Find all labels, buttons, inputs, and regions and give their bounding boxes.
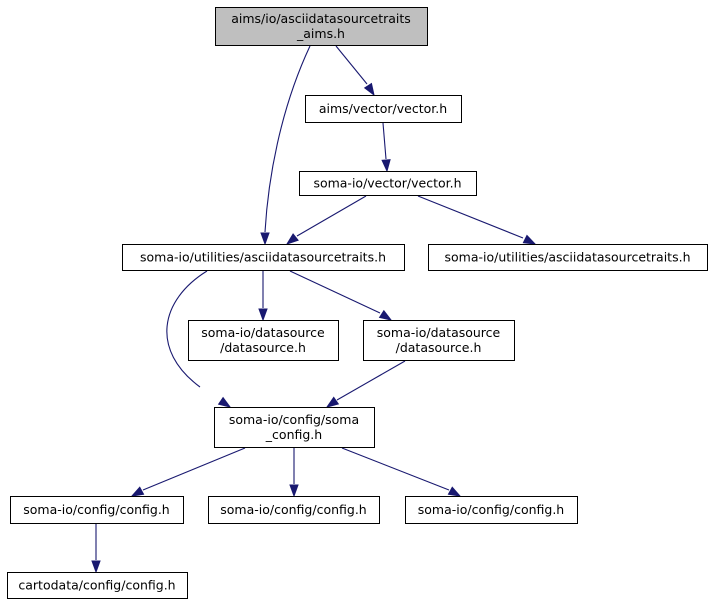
node-box[interactable] [188,320,339,361]
node-somaio-config-1[interactable]: soma-io/config/config.h [10,496,184,524]
node-aims-vector[interactable]: aims/vector/vector.h [305,95,462,123]
node-box[interactable] [214,407,375,448]
node-label: _config.h [265,427,322,442]
node-label: soma-io/datasource [201,325,325,340]
node-label: soma-io/config/config.h [418,502,564,517]
edge-arrowhead [381,159,391,173]
node-label: soma-io/utilities/asciidatasourcetraits.… [140,250,386,265]
node-label: _aims.h [296,26,345,41]
nodes-layer: aims/io/asciidatasourcetraits_aims.haims… [7,7,708,599]
node-label: /datasource.h [220,340,306,355]
edge-root-to-somaio-utilities-asciidatasourcetraits [260,45,311,246]
edge-somaio-utilities-asciidatasourcetraits-to-somaio-datasource-2 [289,270,393,321]
edge-aims-vector-to-somaio-vector [381,122,391,173]
edge-somaio-soma-config-to-somaio-config-1 [130,447,246,497]
edge-line [335,45,368,85]
node-box[interactable] [305,95,462,123]
node-label: soma-io/config/config.h [220,502,366,517]
edge-arrowhead [130,486,145,497]
edge-line [382,122,387,160]
node-somaio-datasource-1[interactable]: soma-io/datasource/datasource.h [188,320,339,361]
node-box[interactable] [405,496,578,524]
node-somaio-utilities-asciidatasourcetraits[interactable]: soma-io/utilities/asciidatasourcetraits.… [122,244,405,271]
node-label: /datasource.h [396,340,482,355]
edge-somaio-config-1-to-cartodata-config [91,524,101,574]
edge-line [166,270,208,388]
node-box[interactable] [299,171,477,196]
edge-somaio-utilities-asciidatasourcetraits-to-somaio-soma-config [166,270,232,408]
node-label: cartodata/config/config.h [18,578,175,593]
node-box[interactable] [208,496,380,524]
node-label: soma-io/config/soma [229,412,359,427]
node-label: aims/io/asciidatasourcetraits [231,11,411,26]
edge-line [341,447,450,491]
node-label: soma-io/datasource [377,325,501,340]
edge-line [417,195,524,239]
node-somaio-config-2[interactable]: soma-io/config/config.h [208,496,380,524]
edge-line [142,447,246,491]
node-somaio-soma-config[interactable]: soma-io/config/soma_config.h [214,407,375,448]
edge-somaio-vector-to-somaio-utilities-asciidatasourcetraits-2 [417,195,537,245]
node-box[interactable] [215,7,428,46]
edge-somaio-soma-config-to-somaio-config-3 [341,447,462,497]
edge-arrowhead [217,396,232,408]
edge-somaio-utilities-asciidatasourcetraits-to-somaio-datasource-1 [258,271,268,322]
node-somaio-vector[interactable]: soma-io/vector/vector.h [299,171,477,196]
edge-arrowhead [289,484,299,498]
edges-layer [91,45,537,574]
edge-arrowhead [260,232,270,246]
node-label: soma-io/config/config.h [23,502,169,517]
edge-root-to-aims-vector [335,45,375,97]
edge-line [296,195,367,237]
edge-arrowhead [378,309,393,321]
node-box[interactable] [10,496,184,524]
edge-arrowhead [325,396,340,408]
edge-somaio-datasource-2-to-somaio-soma-config [325,360,406,408]
node-box[interactable] [7,572,188,599]
node-root[interactable]: aims/io/asciidatasourcetraits_aims.h [215,7,428,46]
edge-line [336,360,406,401]
edge-arrowhead [363,82,375,97]
node-label: soma-io/utilities/asciidatasourcetraits.… [444,250,690,265]
node-box[interactable] [122,244,405,271]
node-cartodata-config[interactable]: cartodata/config/config.h [7,572,188,599]
edge-line [289,270,381,314]
node-somaio-utilities-asciidatasourcetraits-2[interactable]: soma-io/utilities/asciidatasourcetraits.… [428,244,708,271]
edge-somaio-soma-config-to-somaio-config-2 [289,448,299,498]
node-box[interactable] [363,320,515,361]
edge-arrowhead [522,234,537,245]
edge-arrowhead [285,233,299,245]
node-label: aims/vector/vector.h [319,101,447,116]
node-somaio-config-3[interactable]: soma-io/config/config.h [405,496,578,524]
edge-somaio-vector-to-somaio-utilities-asciidatasourcetraits [285,195,367,245]
node-somaio-datasource-2[interactable]: soma-io/datasource/datasource.h [363,320,515,361]
node-box[interactable] [428,244,708,271]
edge-arrowhead [447,486,462,497]
edge-arrowhead [91,560,101,574]
edge-arrowhead [258,308,268,322]
node-label: soma-io/vector/vector.h [313,176,461,191]
edge-line [264,45,311,233]
